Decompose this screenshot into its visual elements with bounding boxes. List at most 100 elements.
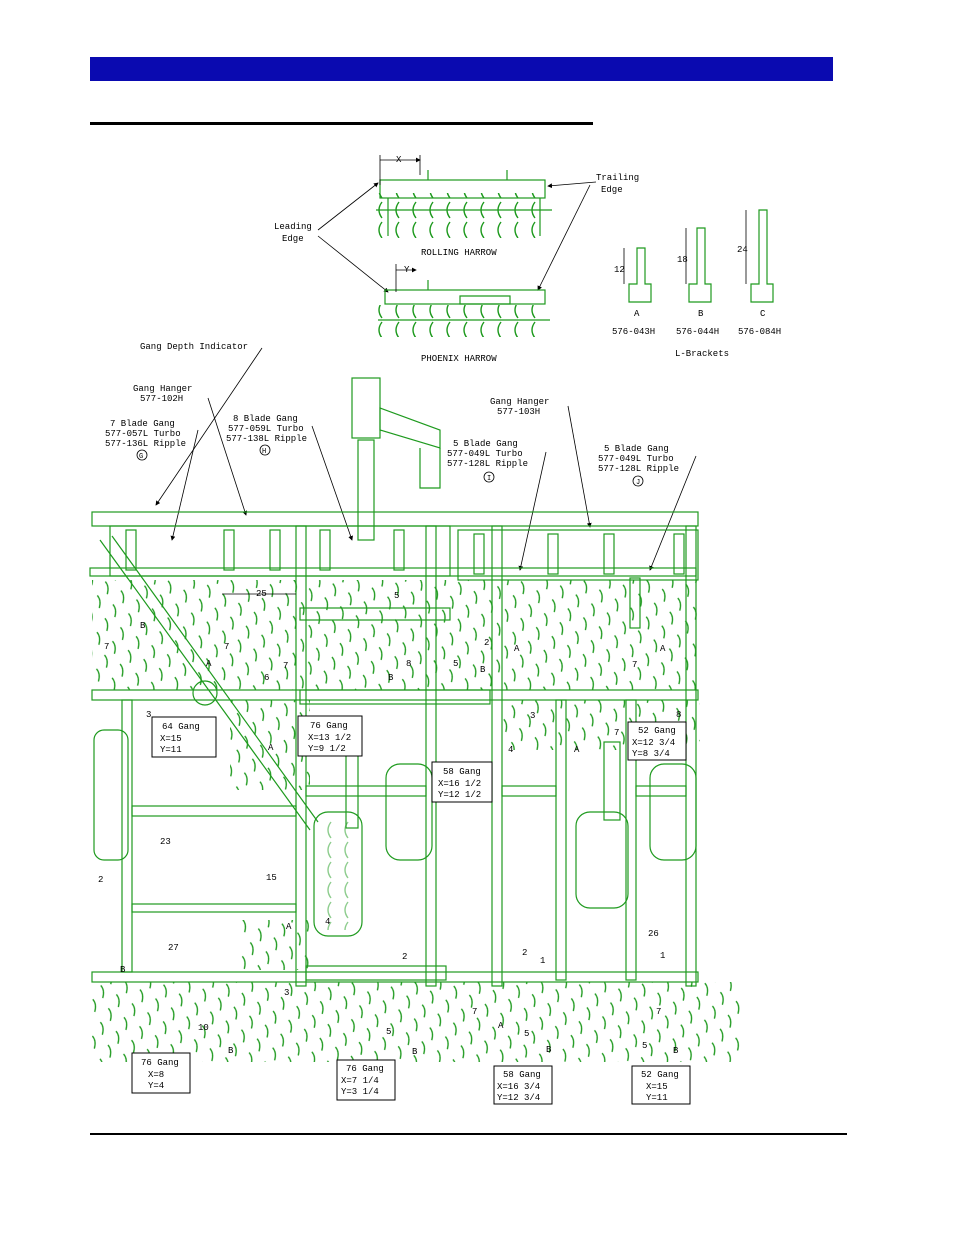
svg-text:A: A — [660, 644, 666, 654]
svg-text:5: 5 — [453, 659, 458, 669]
svg-text:7: 7 — [224, 642, 229, 652]
bracket-a-letter: A — [634, 309, 640, 319]
gang-8-label-1: 8 Blade Gang — [233, 414, 298, 424]
gang-box-76c: 76 Gang X=7 1/4 Y=3 1/4 — [336, 1059, 396, 1101]
svg-text:Y=4: Y=4 — [148, 1081, 164, 1091]
svg-text:B: B — [140, 621, 146, 631]
bracket-a-height: 12 — [614, 265, 625, 275]
svg-text:1: 1 — [660, 951, 665, 961]
gang-box-58b: 58 Gang X=16 3/4 Y=12 3/4 — [493, 1065, 553, 1105]
header-bar — [90, 57, 833, 81]
bracket-c: 24 C 576-084H — [737, 209, 781, 337]
gang-5a-label-1: 5 Blade Gang — [453, 439, 518, 449]
svg-text:5: 5 — [524, 1029, 529, 1039]
svg-text:X=16 1/2: X=16 1/2 — [438, 779, 481, 789]
svg-text:76 Gang: 76 Gang — [141, 1058, 179, 1068]
trailing-edge-label-2: Edge — [601, 185, 623, 195]
rolling-harrow — [376, 170, 552, 238]
svg-text:X=13 1/2: X=13 1/2 — [308, 733, 351, 743]
svg-text:A: A — [286, 922, 292, 932]
bracket-c-height: 24 — [737, 245, 748, 255]
svg-text:A: A — [514, 644, 520, 654]
svg-text:7: 7 — [656, 1007, 661, 1017]
svg-text:X=7 1/4: X=7 1/4 — [341, 1076, 379, 1086]
svg-text:X=15: X=15 — [160, 734, 182, 744]
svg-text:Y=3 1/4: Y=3 1/4 — [341, 1087, 379, 1097]
gang-hanger-right-label-1: Gang Hanger — [490, 397, 549, 407]
x-dim-label: X — [396, 155, 402, 165]
svg-text:1: 1 — [540, 956, 545, 966]
svg-text:A: A — [206, 659, 212, 669]
svg-text:A: A — [574, 745, 580, 755]
phoenix-harrow — [376, 280, 550, 337]
gang-5b-label-1: 5 Blade Gang — [604, 444, 669, 454]
svg-text:5: 5 — [394, 591, 399, 601]
bracket-b: 18 B 576-044H — [676, 227, 719, 337]
gang-8-mark: H — [262, 448, 266, 456]
svg-text:27: 27 — [168, 943, 179, 953]
leading-edge-label-1: Leading — [274, 222, 312, 232]
gang-8-label-3: 577-138L Ripple — [226, 434, 307, 444]
svg-text:7: 7 — [283, 661, 288, 671]
gang-box-52b: 52 Gang X=15 Y=11 — [631, 1065, 691, 1105]
bracket-c-letter: C — [760, 309, 766, 319]
svg-text:B: B — [412, 1047, 418, 1057]
gang-5a-label-2: 577-049L Turbo — [447, 449, 523, 459]
svg-text:8: 8 — [676, 710, 681, 720]
svg-text:7: 7 — [632, 660, 637, 670]
svg-text:52 Gang: 52 Gang — [638, 726, 676, 736]
svg-text:3: 3 — [146, 710, 151, 720]
dimension-labels: 2 5 5 B 7 7 A 7 6 8 B 2 5 B A 7 A 3 8 3 7… — [98, 589, 681, 1057]
svg-text:6: 6 — [264, 673, 269, 683]
gang-5b-label-3: 577-128L Ripple — [598, 464, 679, 474]
svg-text:10: 10 — [198, 1023, 209, 1033]
gang-springs — [125, 529, 685, 575]
gang-7-mark: G — [139, 453, 143, 461]
svg-text:23: 23 — [160, 837, 171, 847]
svg-text:X=15: X=15 — [646, 1082, 668, 1092]
svg-text:A: A — [268, 743, 274, 753]
svg-text:2: 2 — [98, 875, 103, 885]
svg-text:7: 7 — [472, 1007, 477, 1017]
svg-text:2: 2 — [484, 638, 489, 648]
bracket-c-part: 576-084H — [738, 327, 781, 337]
gang-5a-mark: I — [487, 475, 491, 483]
svg-text:A: A — [498, 1021, 504, 1031]
rolling-harrow-label: ROLLING HARROW — [421, 248, 497, 258]
gang-5b-mark: J — [636, 479, 640, 487]
svg-text:X=16 3/4: X=16 3/4 — [497, 1082, 540, 1092]
bracket-a-part: 576-043H — [612, 327, 655, 337]
svg-text:B: B — [480, 665, 486, 675]
gang-box-76a: 76 Gang X=13 1/2 Y=9 1/2 — [297, 715, 363, 757]
svg-text:58 Gang: 58 Gang — [443, 767, 481, 777]
svg-text:5: 5 — [642, 1041, 647, 1051]
svg-text:8: 8 — [406, 659, 411, 669]
svg-text:52 Gang: 52 Gang — [641, 1070, 679, 1080]
gang-box-58a: 58 Gang X=16 1/2 Y=12 1/2 — [431, 761, 493, 803]
svg-text:76 Gang: 76 Gang — [346, 1064, 384, 1074]
svg-text:4: 4 — [325, 917, 330, 927]
svg-text:26: 26 — [648, 929, 659, 939]
footer-rule — [90, 1133, 847, 1135]
svg-text:5: 5 — [386, 1027, 391, 1037]
svg-text:3: 3 — [284, 988, 289, 998]
phoenix-harrow-label: PHOENIX HARROW — [421, 354, 497, 364]
svg-text:2: 2 — [402, 952, 407, 962]
bracket-a: 12 A 576-043H — [612, 247, 655, 337]
gang-7-label-1: 7 Blade Gang — [110, 419, 175, 429]
svg-text:15: 15 — [266, 873, 277, 883]
gang-depth-indicator-label: Gang Depth Indicator — [140, 342, 248, 352]
svg-text:64 Gang: 64 Gang — [162, 722, 200, 732]
leading-edge-label-2: Edge — [282, 234, 304, 244]
harrow-tine-rows — [92, 580, 742, 1062]
svg-text:Y=9 1/2: Y=9 1/2 — [308, 744, 346, 754]
svg-text:58 Gang: 58 Gang — [503, 1070, 541, 1080]
gang-hanger-left-label-2: 577-102H — [140, 394, 183, 404]
svg-text:B: B — [120, 965, 126, 975]
header-rule — [90, 122, 593, 125]
svg-text:B: B — [388, 673, 394, 683]
svg-text:2: 2 — [522, 948, 527, 958]
bracket-b-height: 18 — [677, 255, 688, 265]
svg-text:B: B — [228, 1046, 234, 1056]
